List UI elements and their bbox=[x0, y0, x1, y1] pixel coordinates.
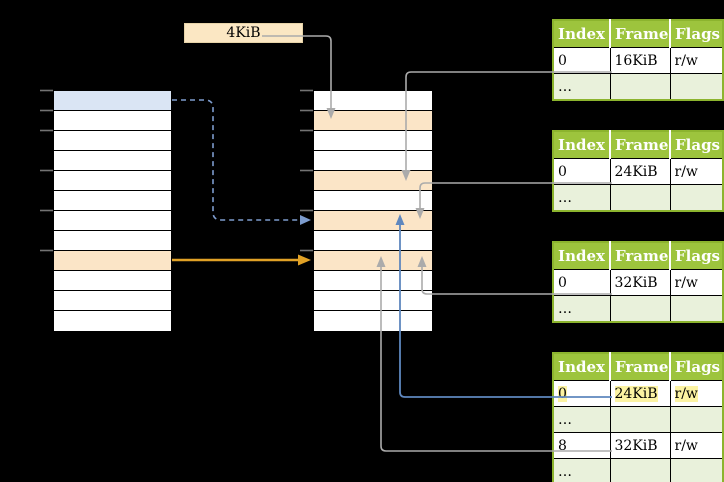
cell-frame: 24KiB bbox=[609, 380, 670, 407]
cell-flags bbox=[669, 406, 723, 433]
cell-index: … bbox=[553, 73, 610, 100]
highlighted-value: 24KiB bbox=[614, 385, 658, 402]
header-frame: Frame bbox=[609, 131, 670, 159]
virtual-page-row bbox=[54, 171, 171, 191]
cell-frame: 32KiB bbox=[609, 269, 670, 296]
page-table-4: Index Frame Flags 0 24KiB r/w … 8 32KiB … bbox=[552, 352, 724, 482]
table-row-ellipsis: … bbox=[553, 184, 723, 211]
table-header-row: Index Frame Flags bbox=[553, 20, 723, 48]
connector-virtual-page0-dashed bbox=[172, 99, 311, 225]
header-flags: Flags bbox=[669, 131, 723, 159]
header-flags: Flags bbox=[669, 242, 723, 270]
cell-frame bbox=[609, 406, 670, 433]
virtual-page-row bbox=[54, 291, 171, 311]
virtual-page-row bbox=[54, 231, 171, 251]
virtual-page-row bbox=[54, 191, 171, 211]
cell-frame bbox=[609, 295, 670, 322]
cell-flags bbox=[669, 458, 723, 482]
cell-frame bbox=[609, 184, 670, 211]
virtual-page-row bbox=[54, 311, 171, 331]
header-index: Index bbox=[553, 20, 610, 48]
physical-frame-row bbox=[314, 271, 432, 291]
virtual-page-row bbox=[54, 271, 171, 291]
cell-index: … bbox=[553, 295, 610, 322]
table-row: 8 32KiB r/w bbox=[553, 432, 723, 459]
header-index: Index bbox=[553, 242, 610, 270]
physical-frame-row bbox=[314, 211, 432, 231]
connector-virtual-orange-to-frame bbox=[172, 254, 311, 266]
header-frame: Frame bbox=[609, 242, 670, 270]
physical-frame-row bbox=[314, 171, 432, 191]
virtual-page-row bbox=[54, 91, 171, 111]
header-index: Index bbox=[553, 353, 610, 381]
cell-frame: 32KiB bbox=[609, 432, 670, 459]
physical-frame-row bbox=[314, 251, 432, 271]
table-row-ellipsis: … bbox=[553, 295, 723, 322]
cell-index: 8 bbox=[553, 432, 610, 459]
table-row-ellipsis: … bbox=[553, 406, 723, 433]
page-table-3: Index Frame Flags 0 32KiB r/w … bbox=[552, 241, 724, 323]
cell-flags bbox=[669, 73, 723, 100]
physical-frame-row bbox=[314, 131, 432, 151]
cell-index: 0 bbox=[553, 269, 610, 296]
cell-index: 0 bbox=[553, 158, 610, 185]
table-row-highlighted: 0 24KiB r/w bbox=[553, 380, 723, 407]
virtual-memory-column bbox=[53, 90, 172, 332]
highlighted-value: 0 bbox=[558, 385, 567, 402]
table-row: 0 24KiB r/w bbox=[553, 158, 723, 185]
physical-memory-column bbox=[313, 90, 433, 332]
page-table-2: Index Frame Flags 0 24KiB r/w … bbox=[552, 130, 724, 212]
cell-frame bbox=[609, 73, 670, 100]
cell-frame bbox=[609, 458, 670, 482]
table-row: 0 32KiB r/w bbox=[553, 269, 723, 296]
table-row: 0 16KiB r/w bbox=[553, 47, 723, 74]
virtual-address-ticks bbox=[40, 89, 53, 252]
virtual-page-row bbox=[54, 251, 171, 271]
physical-frame-row bbox=[314, 91, 432, 111]
header-frame: Frame bbox=[609, 20, 670, 48]
page-size-label: 4KiB bbox=[184, 23, 303, 43]
virtual-page-row bbox=[54, 111, 171, 131]
cell-index: 0 bbox=[553, 380, 610, 407]
virtual-page-row bbox=[54, 131, 171, 151]
cell-flags: r/w bbox=[669, 269, 723, 296]
table-header-row: Index Frame Flags bbox=[553, 242, 723, 270]
virtual-page-row bbox=[54, 151, 171, 171]
cell-index: … bbox=[553, 406, 610, 433]
page-table-1: Index Frame Flags 0 16KiB r/w … bbox=[552, 19, 724, 101]
header-flags: Flags bbox=[669, 353, 723, 381]
table-header-row: Index Frame Flags bbox=[553, 353, 723, 381]
physical-frame-row bbox=[314, 151, 432, 171]
physical-frame-row bbox=[314, 111, 432, 131]
cell-flags: r/w bbox=[669, 432, 723, 459]
physical-address-ticks bbox=[300, 89, 313, 252]
physical-frame-row bbox=[314, 231, 432, 251]
physical-frame-row bbox=[314, 311, 432, 331]
physical-frame-row bbox=[314, 191, 432, 211]
cell-index: 0 bbox=[553, 47, 610, 74]
table-header-row: Index Frame Flags bbox=[553, 131, 723, 159]
header-frame: Frame bbox=[609, 353, 670, 381]
cell-flags bbox=[669, 184, 723, 211]
cell-index: … bbox=[553, 458, 610, 482]
header-index: Index bbox=[553, 131, 610, 159]
header-flags: Flags bbox=[669, 20, 723, 48]
cell-frame: 24KiB bbox=[609, 158, 670, 185]
physical-frame-row bbox=[314, 291, 432, 311]
cell-flags: r/w bbox=[669, 380, 723, 407]
cell-flags: r/w bbox=[669, 158, 723, 185]
virtual-page-row bbox=[54, 211, 171, 231]
cell-frame: 16KiB bbox=[609, 47, 670, 74]
cell-flags: r/w bbox=[669, 47, 723, 74]
table-row-ellipsis: … bbox=[553, 458, 723, 482]
cell-index: … bbox=[553, 184, 610, 211]
highlighted-value: r/w bbox=[674, 385, 698, 402]
cell-flags bbox=[669, 295, 723, 322]
table-row-ellipsis: … bbox=[553, 73, 723, 100]
